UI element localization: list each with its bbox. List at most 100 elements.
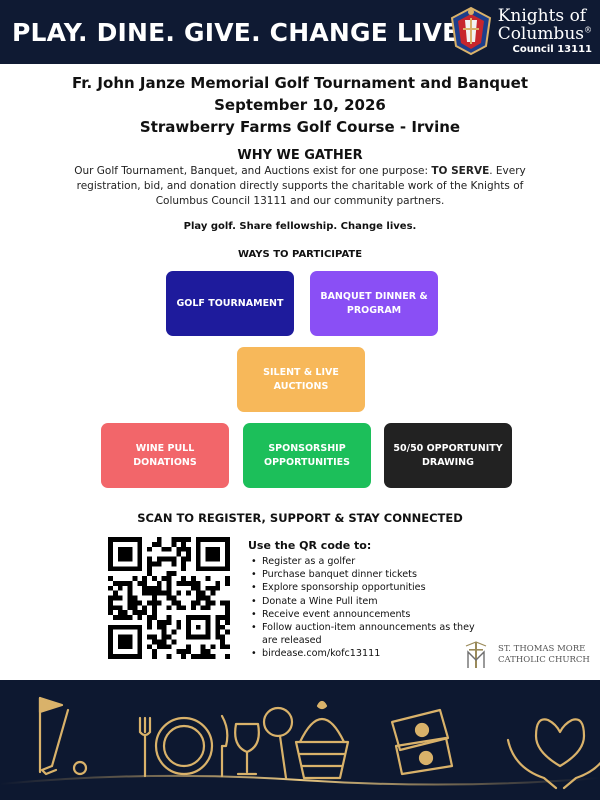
qr-module xyxy=(181,580,187,586)
qr-list-item-link[interactable]: birdease.com/kofc13111 xyxy=(248,647,478,660)
qr-module xyxy=(176,605,182,611)
qr-module xyxy=(142,576,148,581)
qr-module xyxy=(161,639,167,645)
qr-module xyxy=(220,615,226,620)
qr-module xyxy=(171,556,177,562)
qr-module xyxy=(156,556,162,562)
qr-module xyxy=(156,541,162,547)
qr-module xyxy=(122,580,128,586)
qr-module xyxy=(117,610,123,616)
qr-module xyxy=(161,619,167,625)
qr-module xyxy=(156,644,162,650)
qr-module xyxy=(215,619,221,625)
qr-module xyxy=(112,580,118,586)
why-body-end: . Every registration, bid, and donation … xyxy=(76,165,526,207)
qr-module xyxy=(171,595,177,601)
qr-module xyxy=(127,585,133,591)
qr-module xyxy=(225,619,230,625)
qr-module xyxy=(220,600,226,606)
qr-module xyxy=(181,546,187,552)
qr-module xyxy=(195,654,201,659)
qr-module xyxy=(181,605,187,611)
qr-module xyxy=(176,619,182,625)
qr-module xyxy=(132,610,138,616)
qr-module xyxy=(127,600,133,606)
qr-module xyxy=(186,580,191,586)
qr-module xyxy=(112,595,118,601)
gift-basket-icon xyxy=(294,700,350,780)
qr-module xyxy=(156,561,162,567)
kofc-wordmark: Knights of Columbus® Council 13111 xyxy=(497,5,592,55)
qr-module xyxy=(186,546,191,552)
qr-module xyxy=(186,590,191,596)
qr-modules xyxy=(108,537,230,659)
kofc-logo: Knights of Columbus® Council 13111 xyxy=(448,6,592,56)
qr-module xyxy=(195,590,201,596)
qr-module xyxy=(108,605,113,611)
card-banquet-dinner: BANQUET DINNER & PROGRAM xyxy=(310,271,438,336)
qr-module xyxy=(186,537,191,542)
qr-module xyxy=(147,644,152,650)
church-monogram-icon xyxy=(465,641,487,668)
qr-module xyxy=(161,546,167,552)
qr-module xyxy=(151,561,157,567)
qr-module xyxy=(166,634,172,640)
qr-module xyxy=(161,629,167,635)
qr-module xyxy=(137,600,143,606)
qr-module xyxy=(151,639,157,645)
qr-module xyxy=(225,644,230,650)
qr-module xyxy=(156,600,162,606)
qr-module xyxy=(142,580,148,586)
qr-module xyxy=(205,576,211,581)
qr-instructions: Use the QR code to: Register as a golfer… xyxy=(248,539,478,661)
kofc-line1: Knights of xyxy=(497,5,587,26)
qr-module xyxy=(176,649,182,655)
qr-module xyxy=(151,634,157,640)
qr-module xyxy=(220,634,226,640)
kofc-council: Council 13111 xyxy=(512,43,592,55)
qr-module xyxy=(215,615,221,620)
qr-code[interactable] xyxy=(108,537,230,659)
raffle-tickets-icon xyxy=(390,708,454,776)
qr-module xyxy=(210,654,216,659)
qr-module xyxy=(166,546,172,552)
qr-module xyxy=(215,629,221,635)
dinner-plate-icon xyxy=(138,714,229,778)
qr-module xyxy=(127,580,133,586)
qr-module xyxy=(176,546,182,552)
qr-module xyxy=(112,590,118,596)
qr-module xyxy=(166,571,172,577)
qr-module xyxy=(210,644,216,650)
qr-module xyxy=(137,610,143,616)
qr-list-item: Register as a golfer xyxy=(248,555,478,568)
qr-module xyxy=(205,654,211,659)
event-venue: Strawberry Farms Golf Course - Irvine xyxy=(139,118,461,136)
why-body: Our Golf Tournament, Banquet, and Auctio… xyxy=(70,164,530,209)
qr-module xyxy=(186,556,191,562)
qr-module xyxy=(181,566,187,572)
qr-module xyxy=(181,537,187,542)
qr-module xyxy=(156,624,162,630)
qr-module xyxy=(156,585,162,591)
qr-module xyxy=(215,634,221,640)
qr-module xyxy=(161,624,167,630)
qr-module xyxy=(156,537,162,542)
qr-module xyxy=(166,644,172,650)
qr-module xyxy=(161,644,167,650)
qr-module xyxy=(147,615,152,620)
qr-module xyxy=(225,615,230,620)
qr-module xyxy=(147,585,152,591)
event-date: September 10, 2026 xyxy=(214,96,386,114)
qr-module xyxy=(147,556,152,562)
qr-module xyxy=(176,551,182,557)
qr-module xyxy=(205,585,211,591)
qr-module xyxy=(171,600,177,606)
qr-module xyxy=(142,585,148,591)
qr-module xyxy=(171,561,177,567)
church-line2: CATHOLIC CHURCH xyxy=(498,655,590,665)
qr-module xyxy=(112,615,118,620)
church-line1: ST. THOMAS MORE xyxy=(498,644,586,654)
qr-module xyxy=(166,615,172,620)
qr-module xyxy=(215,580,221,586)
qr-module xyxy=(205,600,211,606)
